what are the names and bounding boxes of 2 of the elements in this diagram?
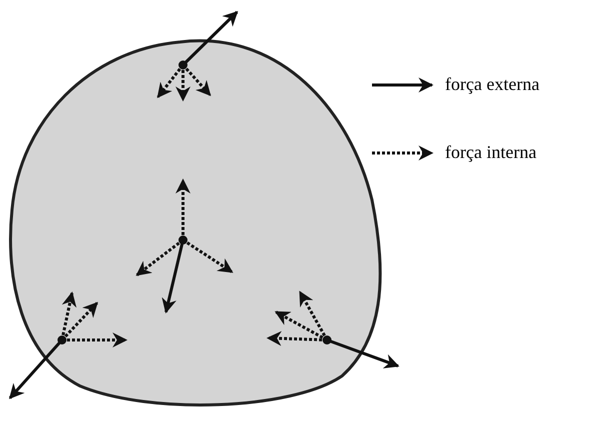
legend-label: força externa	[445, 74, 540, 94]
legend-label: força interna	[445, 142, 536, 162]
